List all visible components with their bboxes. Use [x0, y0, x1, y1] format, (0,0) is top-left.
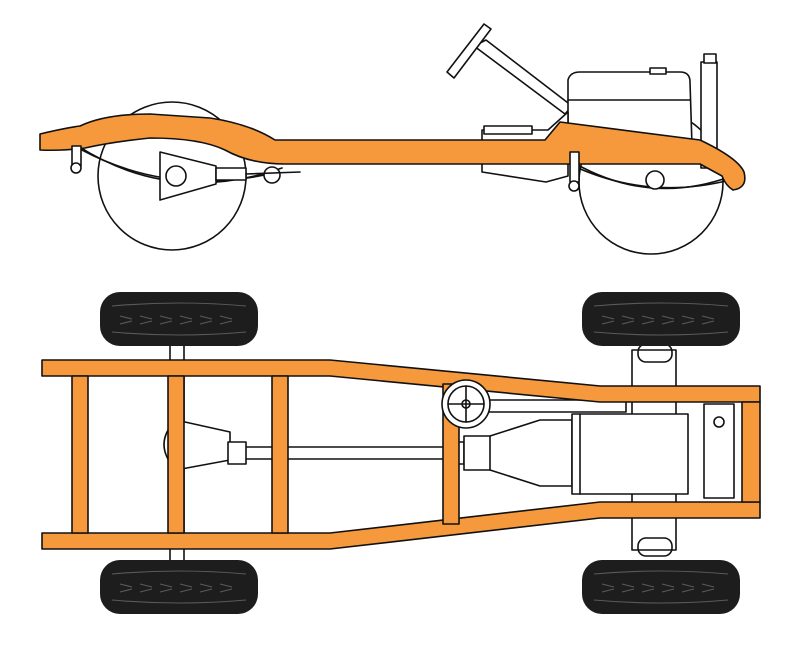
top-frame-crossmember-1	[71, 375, 89, 534]
top-universal-joint-rear	[227, 441, 247, 465]
side-rear-axle	[159, 151, 301, 201]
top-tire-front-lower	[582, 560, 740, 614]
top-frame-crossmember-front	[741, 401, 761, 503]
top-tire-rear-upper	[100, 292, 258, 346]
side-front-axle	[645, 170, 665, 190]
side-steering-wheel	[446, 23, 492, 79]
side-view	[39, 23, 746, 255]
top-frame-crossmember-3	[271, 375, 289, 534]
top-frame-right-rail	[41, 501, 761, 550]
side-spring-shackles	[70, 145, 580, 192]
top-frame	[41, 359, 761, 550]
top-view	[41, 292, 761, 614]
top-frame-crossmember-2	[167, 375, 185, 534]
top-radiator	[703, 403, 735, 499]
top-steering-wheel	[441, 379, 491, 429]
top-transmission	[445, 419, 573, 487]
top-tire-rear-lower	[100, 560, 258, 614]
top-engine-block	[571, 413, 689, 495]
side-frame-rail	[39, 113, 746, 191]
top-tire-front-upper	[582, 292, 740, 346]
side-universal-joint	[263, 166, 281, 184]
side-steering-column	[446, 23, 573, 115]
